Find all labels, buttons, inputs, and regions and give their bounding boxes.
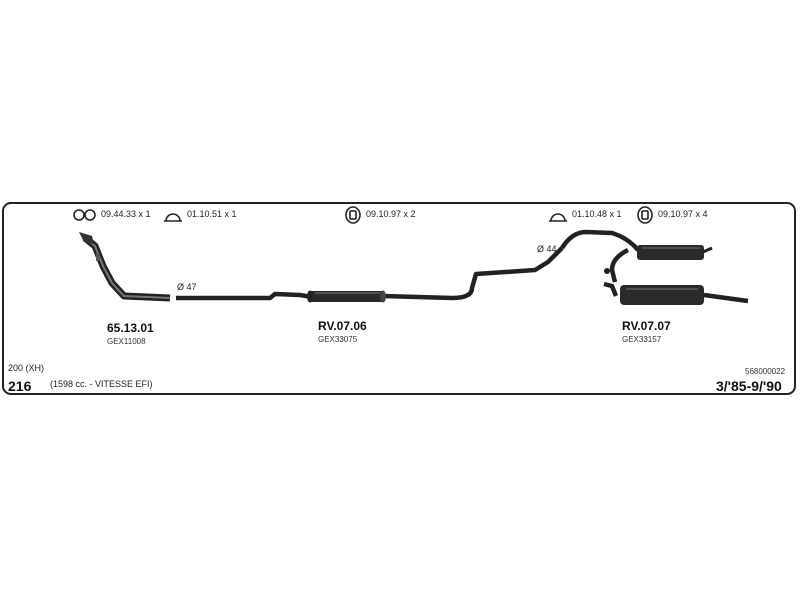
production-years: 3/'85-9/'90 [716, 378, 782, 394]
part-code-2: GEX33075 [318, 335, 358, 344]
hardware-label-1: 09.44.33 x 1 [101, 209, 151, 219]
middle-section [176, 246, 564, 303]
part-code-3: GEX33157 [622, 335, 662, 344]
vehicle-engine: (1598 cc. - VITESSE EFI) [50, 379, 153, 389]
ring-gasket-icon [164, 213, 182, 222]
part-code-1: GEX11008 [107, 337, 146, 346]
hardware-label-3: 09.10.97 x 2 [366, 209, 416, 219]
double-gasket-icon [73, 209, 96, 221]
vehicle-model: 200 (XH) [8, 363, 45, 373]
part-number-1: 65.13.01 [107, 321, 154, 335]
rubber-hanger-icon [345, 206, 361, 224]
part-number-2: RV.07.06 [318, 319, 367, 333]
hardware-label-4: 01.10.48 x 1 [572, 209, 622, 219]
part-number-3: RV.07.07 [622, 319, 671, 333]
vehicle-number: 216 [8, 378, 32, 394]
hardware-label-5: 09.10.97 x 4 [658, 209, 708, 219]
front-pipe [79, 232, 171, 302]
rear-section [560, 229, 749, 305]
diameter-front: Ø 47 [177, 282, 197, 292]
hardware-label-2: 01.10.51 x 1 [187, 209, 237, 219]
reference-number: 568000022 [745, 367, 786, 376]
diameter-rear: Ø 44 [537, 244, 557, 254]
ring-gasket-icon [549, 213, 567, 222]
rubber-hanger-icon [637, 206, 653, 224]
